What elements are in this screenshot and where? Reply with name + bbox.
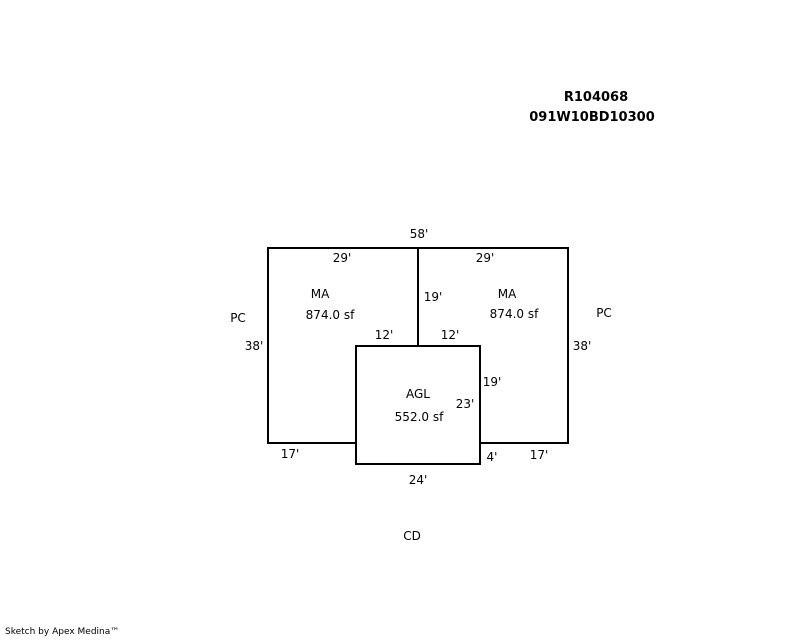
left-area-size: 874.0 sf (306, 308, 355, 322)
floor-plan-outline (267, 247, 569, 465)
garage-outline (355, 345, 481, 465)
garage-area-size: 552.0 sf (395, 410, 444, 424)
left-area-code: MA (311, 287, 330, 301)
dim-notch-right: 12' (441, 328, 460, 342)
dim-right-side: 38' (573, 339, 592, 353)
dim-notch-left: 12' (375, 328, 394, 342)
dim-bottom-left: 17' (281, 447, 300, 461)
right-area-size: 874.0 sf (490, 307, 539, 321)
account-number: R104068 (564, 90, 628, 105)
dim-top-total: 58' (410, 227, 429, 241)
map-tax-lot: 091W10BD10300 (529, 110, 655, 125)
right-side-label: PC (596, 306, 612, 320)
dim-garage-bottom: 24' (409, 473, 428, 487)
sketch-credit: Sketch by Apex Medina™ (5, 627, 120, 637)
dim-bottom-right: 17' (530, 448, 549, 462)
bottom-side-label: CD (403, 529, 421, 543)
dim-top-right: 29' (476, 251, 495, 265)
dim-garage-inner: 23' (456, 397, 475, 411)
garage-area-code: AGL (406, 387, 430, 401)
dim-garage-right-upper: 19' (483, 375, 502, 389)
right-area-code: MA (498, 287, 517, 301)
dim-garage-step: 4' (487, 450, 498, 464)
left-side-label: PC (230, 311, 246, 325)
dim-middle-divider: 19' (424, 290, 443, 304)
dimension-labels: 58' 29' 29' 38' 38' 19' 12' 12' 19' 23' … (245, 227, 592, 487)
dim-left-side: 38' (245, 339, 264, 353)
dim-top-left: 29' (333, 251, 352, 265)
